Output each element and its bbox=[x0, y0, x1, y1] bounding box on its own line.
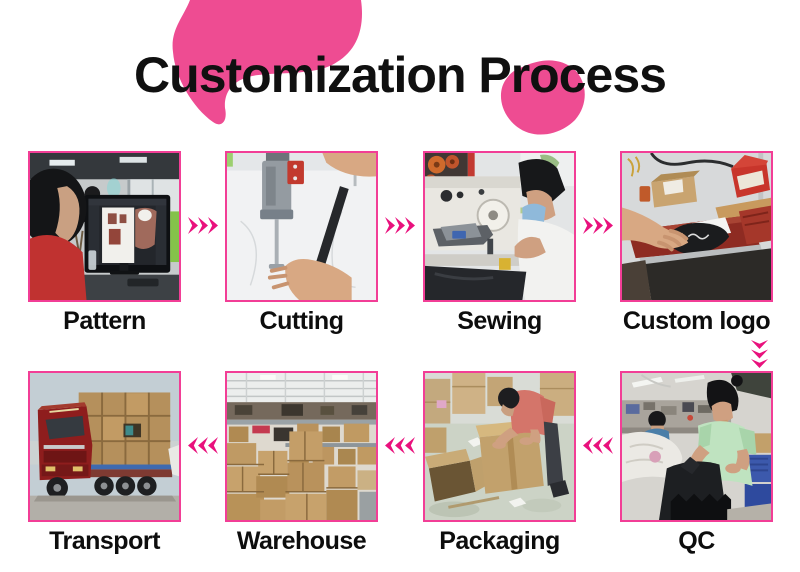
arrow-left-icon bbox=[583, 437, 613, 454]
step-label-custom-logo: Custom logo bbox=[622, 307, 771, 335]
sewing-photo bbox=[423, 151, 576, 302]
pink-blob-decoration-large bbox=[172, 0, 362, 125]
pink-blob-decoration-small bbox=[500, 60, 585, 135]
sewing-machine-illustration bbox=[425, 153, 574, 300]
step-label-warehouse: Warehouse bbox=[236, 527, 367, 555]
packaging-photo bbox=[423, 371, 576, 522]
process-step-packaging: Packaging bbox=[423, 371, 576, 557]
step-label-cutting: Cutting bbox=[259, 307, 344, 335]
packaging-illustration bbox=[425, 373, 574, 520]
pattern-photo bbox=[28, 151, 181, 302]
fabric-cutting-illustration bbox=[227, 153, 376, 300]
arrow-right-icon bbox=[188, 217, 218, 234]
logo-heat-press-illustration bbox=[622, 153, 771, 300]
process-step-cutting: Cutting bbox=[225, 151, 378, 337]
process-step-pattern: Pattern bbox=[28, 151, 181, 337]
step-label-qc: QC bbox=[678, 527, 715, 555]
step-label-pattern: Pattern bbox=[63, 307, 146, 335]
arrow-left-icon bbox=[188, 437, 218, 454]
warehouse-photo bbox=[225, 371, 378, 522]
pattern-design-illustration bbox=[30, 153, 179, 300]
warehouse-illustration bbox=[227, 373, 376, 520]
step-label-sewing: Sewing bbox=[457, 307, 542, 335]
arrow-down-icon bbox=[751, 340, 768, 368]
arrow-right-icon bbox=[583, 217, 613, 234]
step-label-packaging: Packaging bbox=[439, 527, 560, 555]
qc-photo bbox=[620, 371, 773, 522]
transport-photo bbox=[28, 371, 181, 522]
step-label-transport: Transport bbox=[49, 527, 160, 555]
page-title: Customization Process bbox=[134, 47, 667, 103]
process-step-qc: QC bbox=[620, 371, 773, 557]
truck-illustration bbox=[30, 373, 179, 520]
arrow-right-icon bbox=[385, 217, 415, 234]
process-step-sewing: Sewing bbox=[423, 151, 576, 337]
arrow-left-icon bbox=[385, 437, 415, 454]
cutting-photo bbox=[225, 151, 378, 302]
process-step-transport: Transport bbox=[28, 371, 181, 557]
custom-logo-photo bbox=[620, 151, 773, 302]
process-step-custom-logo: Custom logo bbox=[620, 151, 773, 337]
quality-check-illustration bbox=[622, 373, 771, 520]
process-step-warehouse: Warehouse bbox=[225, 371, 378, 557]
